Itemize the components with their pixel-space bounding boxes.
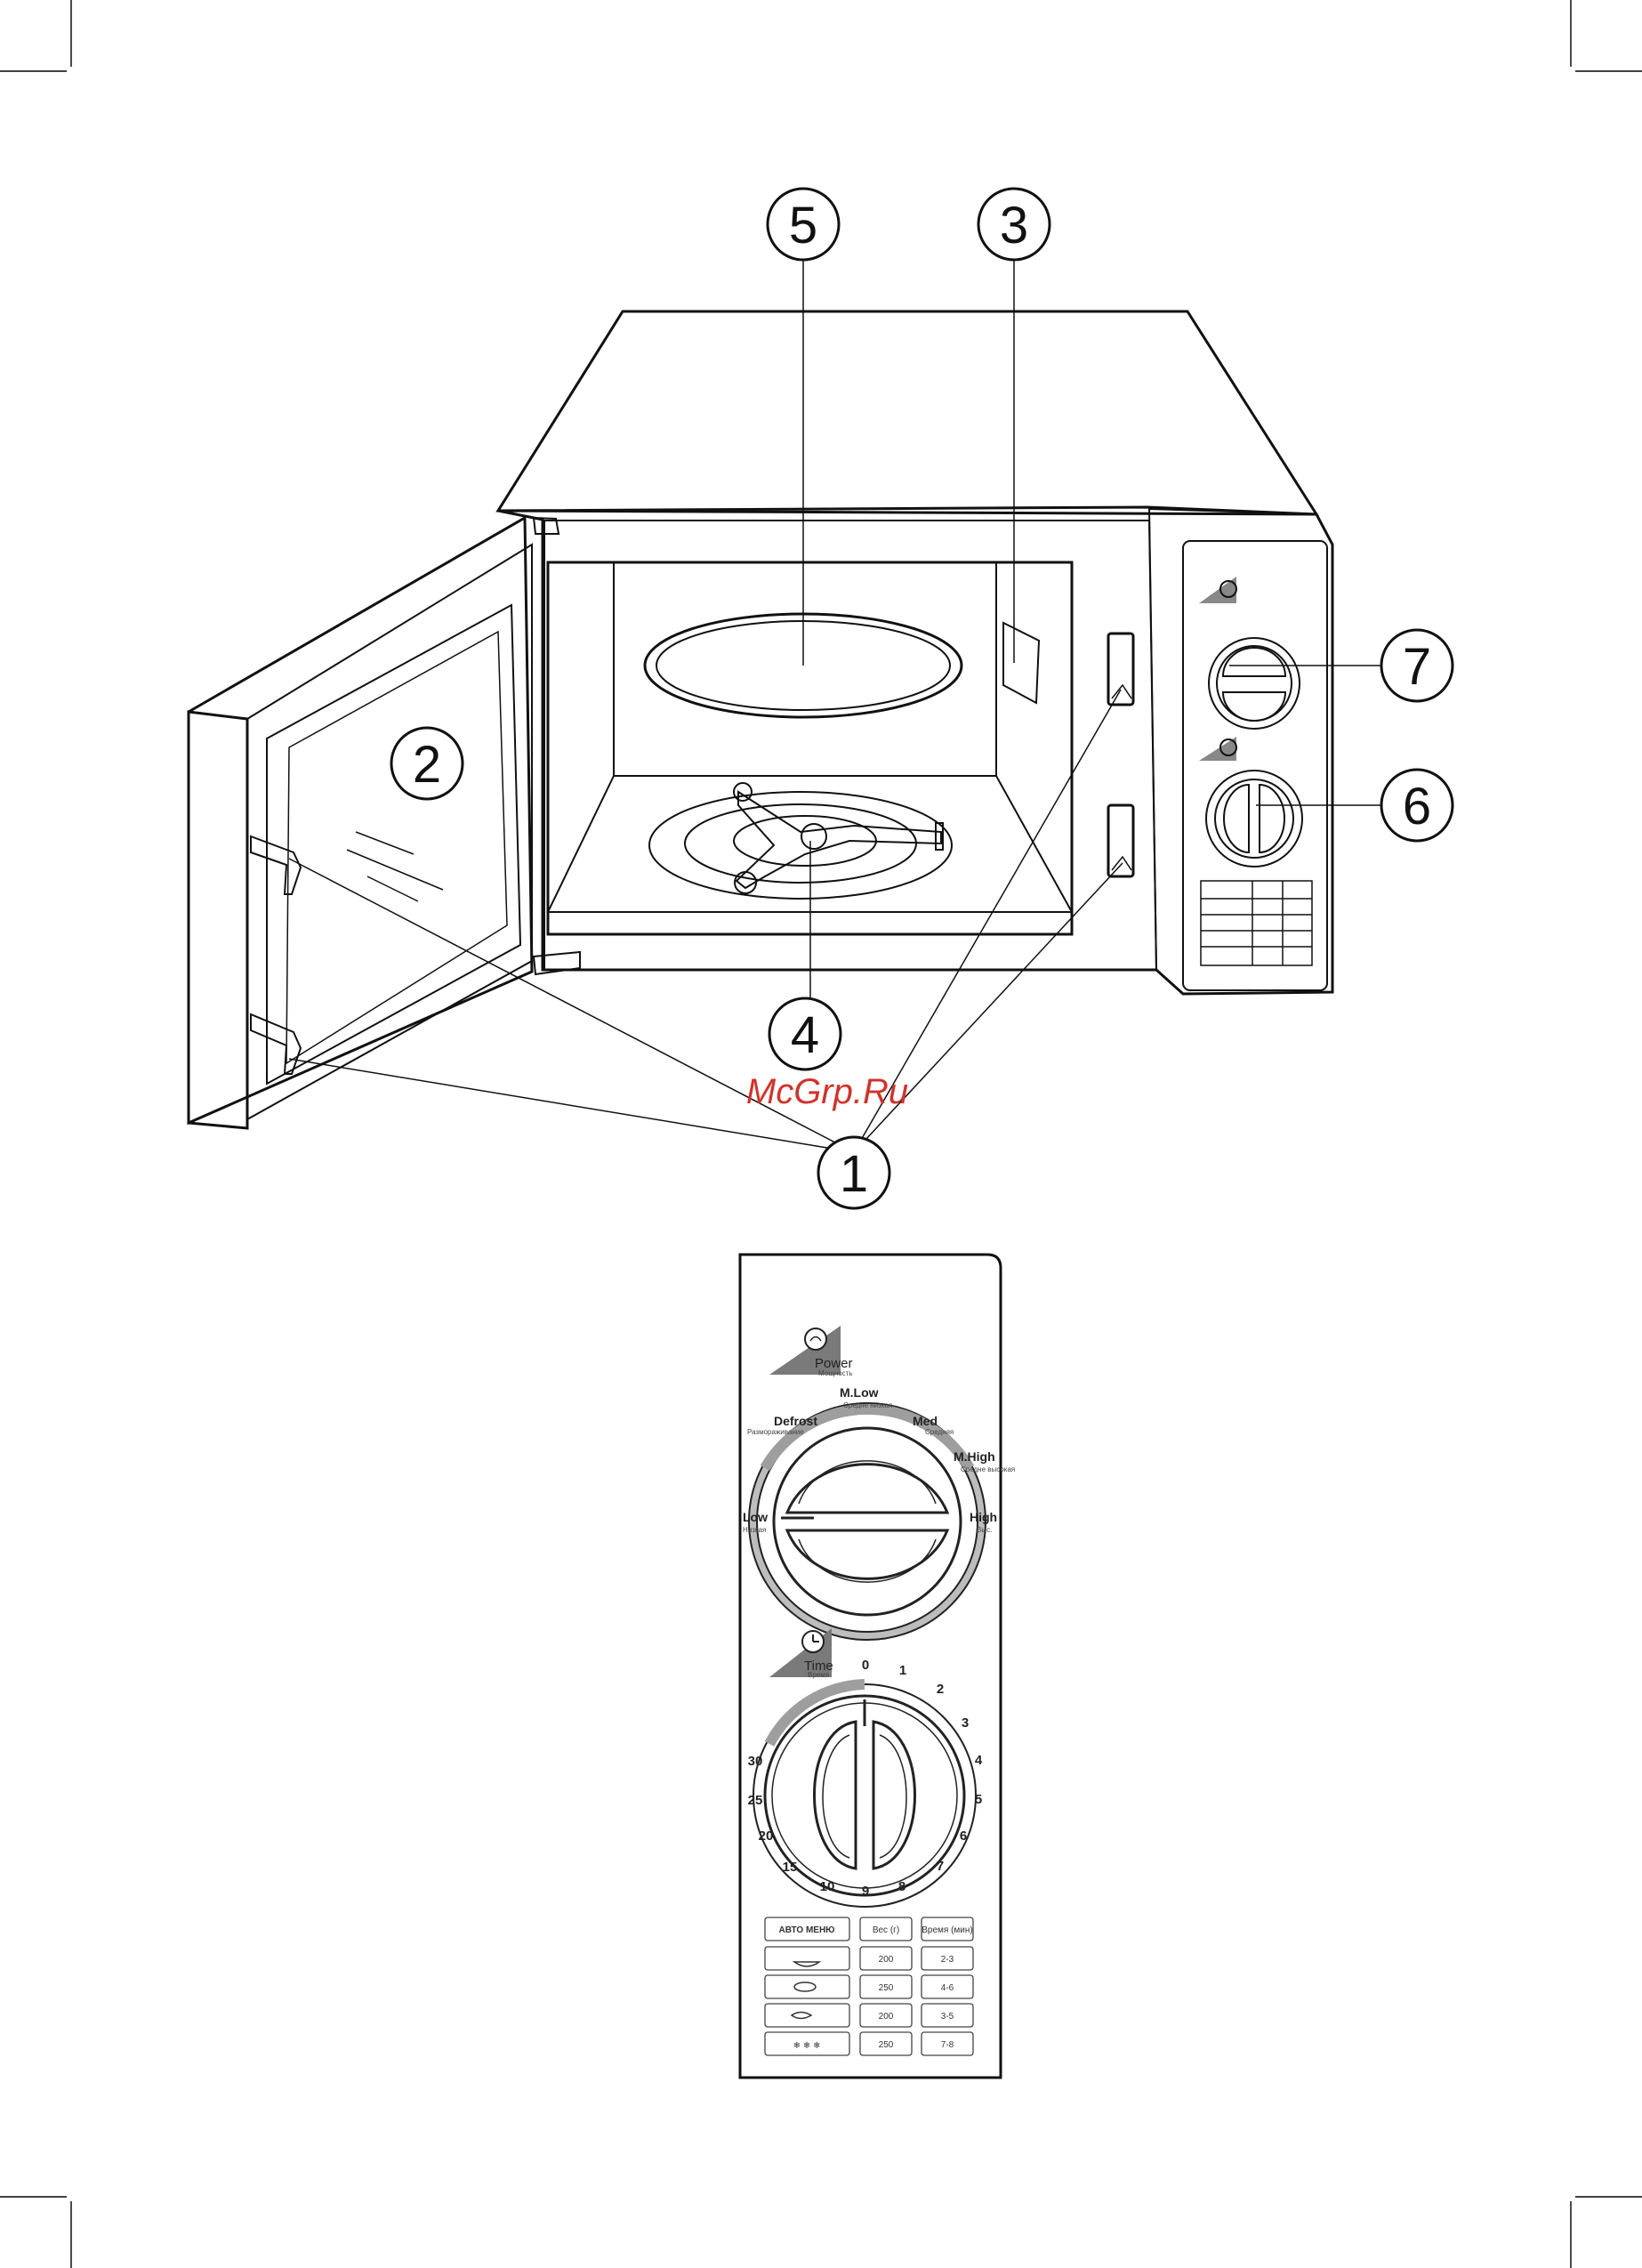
callout-7: 7 xyxy=(1403,638,1431,696)
power-mlow-sub: Средне низкая xyxy=(843,1401,892,1409)
mini-time-knob xyxy=(1206,771,1302,867)
svg-text:250: 250 xyxy=(879,1983,894,1993)
time-header: Time Время xyxy=(769,1628,833,1679)
auto-menu-table: АВТО МЕНЮ Вес (г) Время (мин) 200 2-3 25… xyxy=(765,1917,973,2055)
bread-icon xyxy=(794,1982,816,1991)
power-high: High xyxy=(970,1510,997,1524)
time-mark-5: 5 xyxy=(975,1792,982,1807)
waveguide-cover xyxy=(1003,623,1039,703)
svg-text:200: 200 xyxy=(879,2012,894,2022)
fish-icon xyxy=(792,2013,811,2019)
time-mark-9: 9 xyxy=(862,1884,869,1899)
microwave-body xyxy=(498,311,1332,994)
callout-2: 2 xyxy=(413,736,441,794)
weight-header: Вес (г) xyxy=(873,1925,899,1935)
power-mlow: M.Low xyxy=(840,1385,879,1400)
time-mark-6: 6 xyxy=(960,1828,967,1844)
watermark: McGrp.Ru xyxy=(746,1072,908,1111)
time-sub: Время xyxy=(808,1671,829,1679)
time-mark-0: 0 xyxy=(862,1658,869,1673)
latch-hole-top xyxy=(1108,634,1133,705)
svg-text:4-6: 4-6 xyxy=(941,1983,954,1993)
callout-1: 1 xyxy=(840,1145,868,1203)
roller-support xyxy=(734,783,943,893)
mini-panel-content xyxy=(1199,577,1312,965)
power-high-sub: Выс. xyxy=(977,1526,992,1534)
time-header-cell: Время (мин) xyxy=(922,1925,973,1935)
mini-power-knob xyxy=(1209,638,1300,729)
door-latch-top xyxy=(251,836,301,894)
power-header: Power Мощность xyxy=(769,1326,853,1377)
callout-6: 6 xyxy=(1403,778,1431,835)
door-window xyxy=(267,605,520,1084)
power-mhigh: M.High xyxy=(954,1449,995,1464)
power-defrost-sub: Размораживание xyxy=(747,1428,804,1436)
svg-text:3-5: 3-5 xyxy=(941,2012,954,2022)
svg-text:2-3: 2-3 xyxy=(941,1955,954,1965)
time-mark-1: 1 xyxy=(899,1663,906,1678)
callout-5: 5 xyxy=(789,197,817,254)
time-mark-25: 25 xyxy=(748,1793,763,1808)
power-med: Med xyxy=(913,1414,938,1428)
time-mark-2: 2 xyxy=(937,1682,944,1697)
svg-text:7-8: 7-8 xyxy=(941,2040,954,2050)
time-mark-20: 20 xyxy=(759,1828,774,1844)
power-low: Low xyxy=(743,1510,768,1524)
time-mark-7: 7 xyxy=(937,1859,944,1874)
door-latch-bottom xyxy=(251,1014,301,1074)
svg-text:200: 200 xyxy=(879,1955,894,1965)
power-mhigh-sub: Средне высокая xyxy=(961,1465,1015,1473)
callout-4: 4 xyxy=(791,1006,819,1064)
time-mark-4: 4 xyxy=(975,1753,983,1768)
defrost-icon: ❄ ❄ ❄ xyxy=(793,2041,821,2051)
power-defrost: Defrost xyxy=(774,1414,817,1428)
callout-3: 3 xyxy=(1000,197,1028,254)
power-med-sub: Средняя xyxy=(925,1428,954,1436)
time-mark-3: 3 xyxy=(962,1715,969,1731)
mini-control-panel xyxy=(1183,541,1327,990)
time-mark-8: 8 xyxy=(898,1879,906,1894)
power-sub: Мощность xyxy=(818,1369,852,1377)
time-mark-15: 15 xyxy=(783,1860,798,1875)
power-icon xyxy=(805,1328,826,1350)
time-mark-10: 10 xyxy=(820,1879,835,1894)
time-mark-30: 30 xyxy=(748,1754,763,1769)
svg-text:АВТО МЕНЮ: АВТО МЕНЮ xyxy=(778,1925,834,1935)
power-low-sub: Низкая xyxy=(743,1526,766,1534)
door xyxy=(189,518,532,1128)
svg-text:250: 250 xyxy=(879,2040,894,2050)
control-panel: Power Мощность Low Низкая Defrost Размор… xyxy=(740,1255,1015,2078)
